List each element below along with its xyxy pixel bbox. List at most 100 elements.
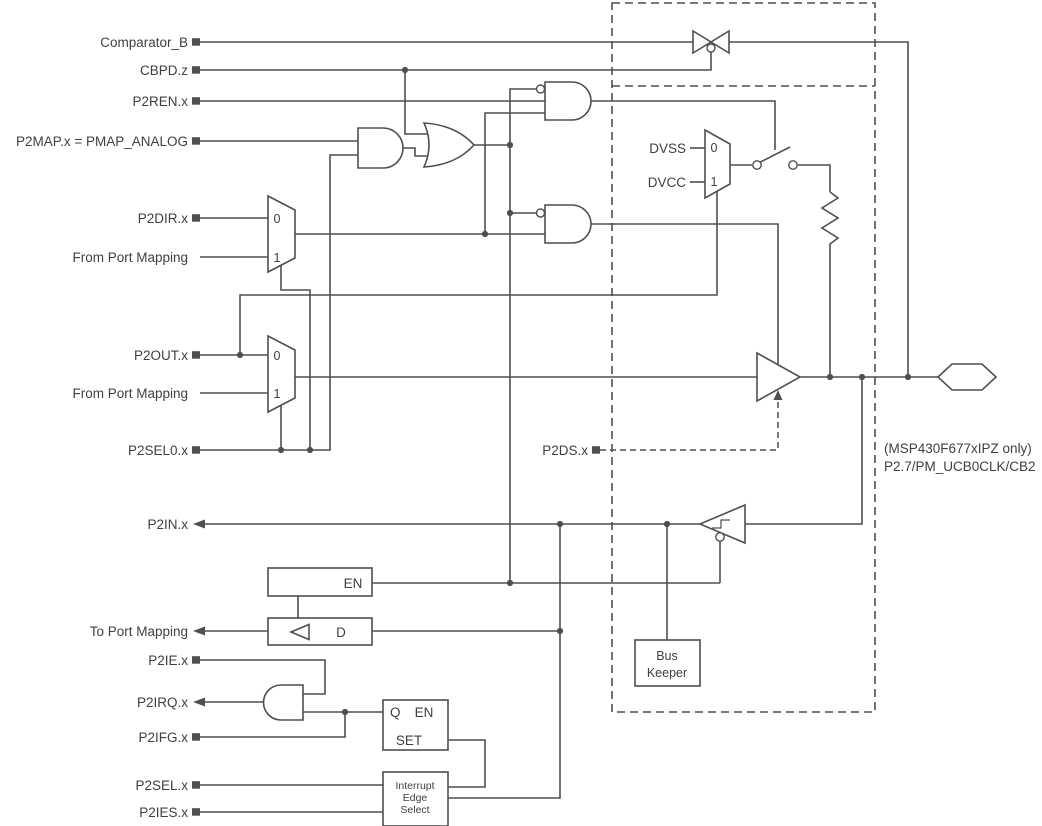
pad-hexagon	[936, 363, 998, 391]
output-driver	[756, 351, 802, 403]
junction-dot	[858, 373, 866, 381]
label-p2irq: P2IRQ.x	[137, 695, 188, 710]
note-line-2: P2.7/PM_UCB0CLK/CB2	[884, 459, 1036, 474]
analog-switch-left-triangle	[692, 29, 713, 55]
label-p2map: P2MAP.x = PMAP_ANALOG	[16, 134, 188, 149]
label-to-port-mapping: To Port Mapping	[90, 624, 188, 639]
p2ds-arrowhead	[773, 390, 783, 400]
label-p2in: P2IN.x	[147, 517, 188, 532]
hysteresis-icon	[712, 519, 730, 529]
wire-pdir-mux-select	[280, 265, 311, 450]
junction-dot	[401, 66, 409, 74]
edge-select-label-1: Interrupt	[395, 780, 434, 792]
wire-pad-to-schmitt	[745, 377, 863, 525]
pull-rail-mux	[704, 128, 731, 200]
junction-dot	[481, 230, 489, 238]
label-p2ie: P2IE.x	[148, 653, 188, 668]
wire-direction-to-and1	[484, 112, 545, 234]
flag-en-label: EN	[415, 705, 434, 720]
analog-and-gate	[357, 127, 404, 169]
junction-dot	[506, 209, 514, 217]
latch-en-box	[267, 567, 373, 597]
bus-keeper-label-1: Bus	[656, 649, 678, 663]
edge-select-label-3: Select	[400, 804, 429, 816]
wire-analog-enable-vertical	[509, 88, 536, 583]
analog-or-gate	[422, 122, 476, 168]
driver-enable-and-gate	[535, 204, 592, 244]
label-p2ies: P2IES.x	[139, 805, 188, 820]
switch-contact-left	[752, 160, 762, 170]
wire-pin-to-edge-select	[448, 524, 561, 799]
inverting-input-bubble	[535, 84, 546, 94]
junction-dot	[663, 520, 671, 528]
wire-p2ds-dashed	[600, 400, 779, 451]
switch-arm	[760, 146, 791, 163]
wire-andA-to-or	[403, 147, 431, 157]
latch-en-label: EN	[344, 576, 363, 591]
wire-comparator-b-right	[729, 41, 909, 377]
label-cbpd: CBPD.z	[140, 63, 188, 78]
label-comparator-b: Comparator_B	[100, 35, 188, 50]
terminal-square	[192, 446, 200, 454]
comparator-analog-switch	[692, 29, 730, 55]
flag-q-label: Q	[390, 705, 401, 720]
pin-note: (MSP430F677xIPZ only) P2.7/PM_UCB0CLK/CB…	[884, 441, 1036, 474]
label-from-port-mapping-1: From Port Mapping	[72, 250, 188, 265]
wire-cbpd	[200, 52, 712, 71]
interrupt-edge-select-box	[382, 771, 449, 826]
analog-switch-right-triangle	[709, 29, 730, 55]
latch-driver-triangle	[288, 623, 310, 641]
output-arrows	[193, 519, 205, 707]
wire-p2sel0-branch-andA	[200, 154, 358, 451]
label-p2ren: P2REN.x	[132, 94, 188, 109]
terminal-square	[192, 97, 200, 105]
label-dvss: DVSS	[649, 141, 686, 156]
switch-contact-right	[788, 160, 798, 170]
pull-enable-switch	[752, 146, 798, 170]
analog-switch-control-bubble	[706, 43, 716, 53]
label-p2ds: P2DS.x	[542, 443, 588, 458]
wire-resistor-zigzag	[820, 191, 840, 377]
terminal-square	[192, 808, 200, 816]
boundary-rect	[611, 2, 876, 713]
terminal-square	[192, 656, 200, 664]
inverting-input-bubble	[535, 208, 546, 218]
register-terminals	[192, 38, 600, 816]
terminal-square	[192, 38, 200, 46]
wire-p2ie	[200, 659, 326, 695]
wires	[200, 41, 938, 813]
pout-mux-1: 1	[274, 387, 281, 401]
terminal-square	[192, 137, 200, 145]
enable-bubble	[715, 532, 725, 542]
to-port-mapping-arrow	[193, 626, 205, 636]
junction-dot	[236, 351, 244, 359]
junction-dot	[306, 446, 314, 454]
pdir-mux-1: 1	[274, 251, 281, 265]
terminal-square	[192, 781, 200, 789]
wire-switch-to-resistor	[798, 164, 831, 192]
rail-mux-0: 0	[711, 141, 718, 155]
irq-and-gate	[262, 684, 304, 721]
junction-dot	[826, 373, 834, 381]
wire-and1-out	[591, 100, 776, 150]
junction-dot	[506, 141, 514, 149]
interrupt-flag-latch	[382, 699, 449, 751]
module-boundary	[611, 2, 876, 713]
junction-dot	[904, 373, 912, 381]
wire-p2ifg	[200, 712, 346, 738]
latch-d-box	[267, 617, 373, 646]
junction-dots	[236, 66, 912, 716]
wire-edge-to-flag-set	[448, 739, 486, 788]
terminal-square	[192, 351, 200, 359]
schmitt-trigger	[697, 503, 746, 545]
label-p2sel0: P2SEL0.x	[128, 443, 188, 458]
pdir-mux	[267, 194, 296, 274]
p2irq-arrow	[193, 697, 205, 707]
terminal-square	[192, 214, 200, 222]
junction-dot	[341, 708, 349, 716]
label-p2sel: P2SEL.x	[135, 778, 188, 793]
mux-port-labels: 0 1 0 1 0 1	[274, 141, 718, 401]
wire-pull-mux-select	[239, 191, 718, 355]
